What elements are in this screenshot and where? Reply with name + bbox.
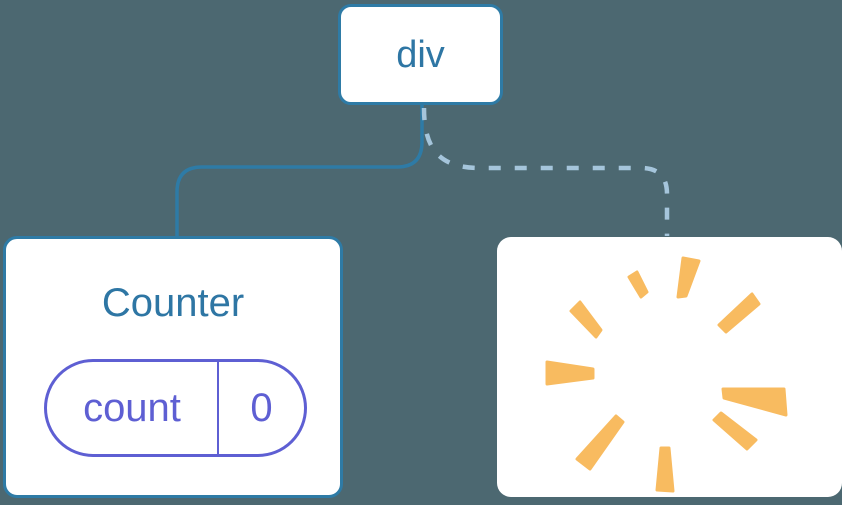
edge-dashed-removed-child xyxy=(421,107,670,236)
state-value: 0 xyxy=(250,386,273,430)
removed-card xyxy=(497,237,842,497)
state-pill: count 0 xyxy=(44,359,307,457)
tree-node-div-label: div xyxy=(396,33,445,76)
counter-card: Counter count 0 xyxy=(3,236,343,498)
counter-title: Counter xyxy=(101,281,245,325)
state-key: count xyxy=(47,362,219,454)
edge-solid-kept-child xyxy=(175,103,424,238)
poof-icon xyxy=(545,256,788,493)
tree-node-div: div xyxy=(338,4,503,105)
